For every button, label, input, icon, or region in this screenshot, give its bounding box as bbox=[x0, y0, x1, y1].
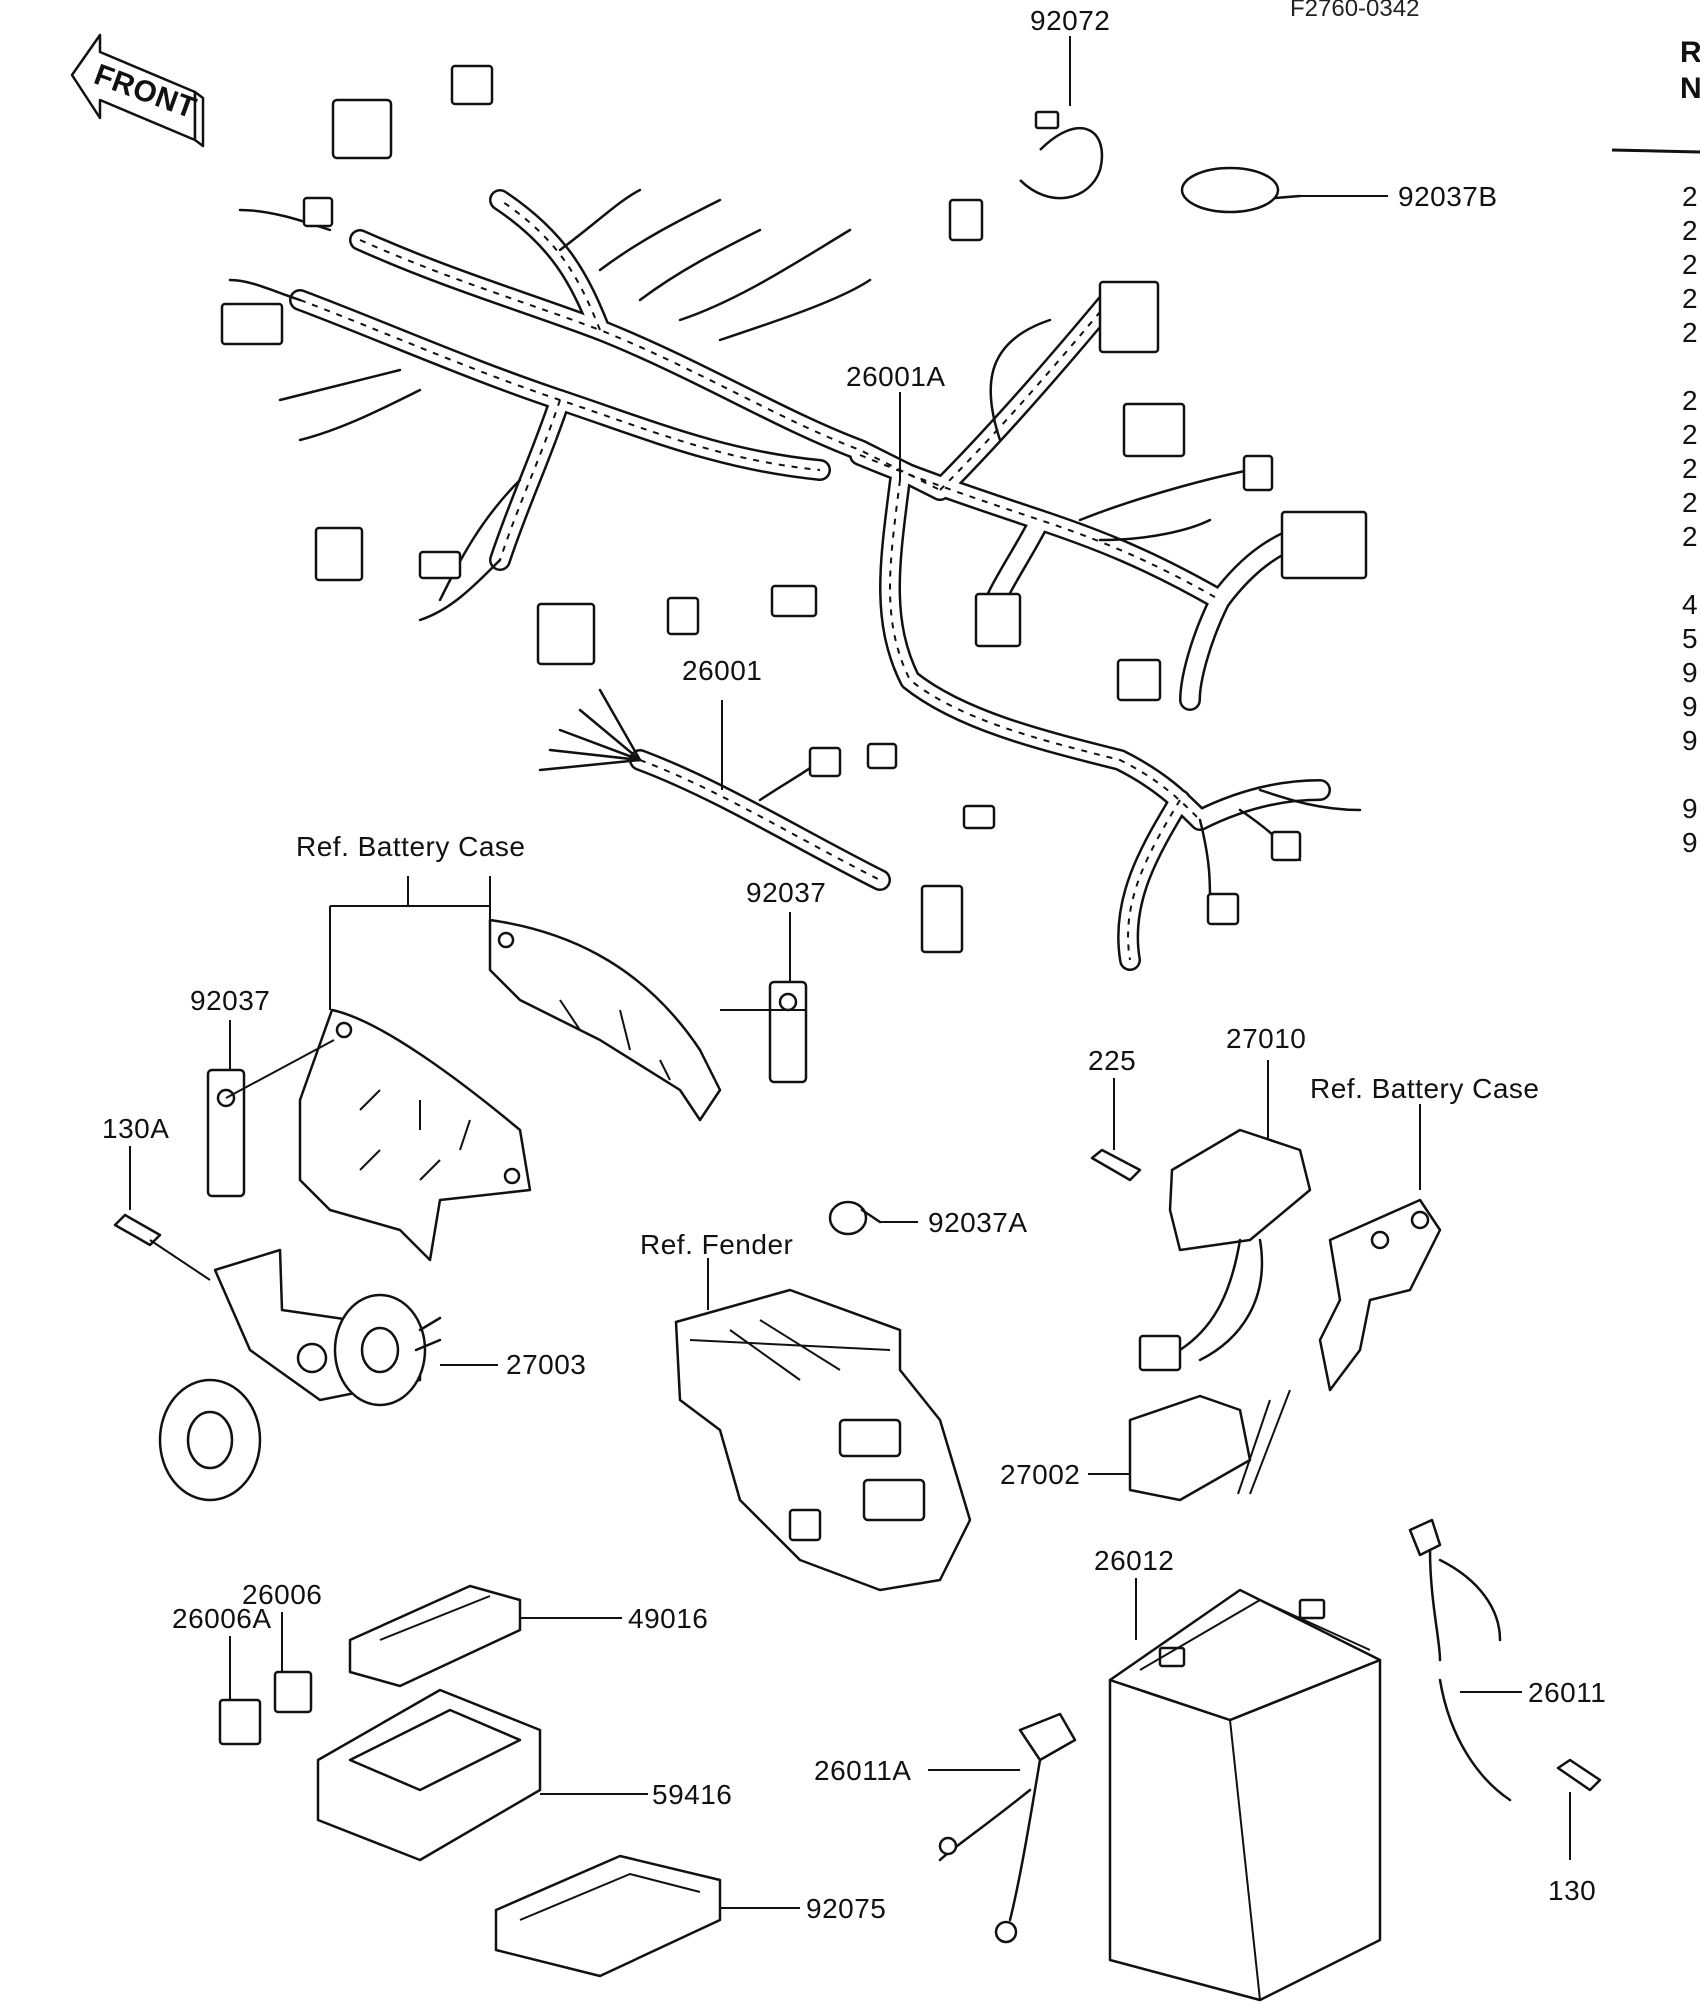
column-entry: 9 bbox=[1682, 691, 1698, 722]
case-92075 bbox=[494, 1854, 722, 1978]
pad-92037-left bbox=[206, 1068, 246, 1198]
cover-49016 bbox=[348, 1584, 522, 1688]
connector-block bbox=[1122, 402, 1186, 458]
bolt-130a bbox=[113, 1213, 162, 1247]
strap-92037b bbox=[1180, 166, 1302, 214]
relay-27010 bbox=[1090, 1128, 1312, 1372]
fuse-box-59416 bbox=[316, 1688, 542, 1862]
label-ref-battery-case-right: Ref. Battery Case bbox=[1310, 1073, 1539, 1104]
column-divider bbox=[1611, 148, 1700, 154]
relay-27002 bbox=[1128, 1389, 1291, 1502]
label-26012: 26012 bbox=[1094, 1545, 1174, 1576]
connector-block bbox=[962, 804, 996, 830]
connector-block bbox=[1098, 280, 1160, 354]
label-26006a: 26006A bbox=[172, 1603, 272, 1634]
leader-lines bbox=[129, 36, 1571, 1909]
callout-labels: 92072 92037B 26001A 26001 Ref. Battery C… bbox=[102, 5, 1606, 1924]
label-92037a: 92037A bbox=[928, 1207, 1028, 1238]
clip-92037a bbox=[828, 1200, 882, 1236]
label-92037-left: 92037 bbox=[190, 985, 270, 1016]
bolt-130 bbox=[1556, 1758, 1602, 1792]
column-entry: 2 bbox=[1682, 453, 1698, 484]
horn-27003 bbox=[113, 1213, 442, 1502]
label-26011a: 26011A bbox=[814, 1755, 911, 1786]
connector-block bbox=[314, 526, 364, 582]
pad-hole bbox=[778, 992, 798, 1012]
connector-block bbox=[920, 884, 964, 954]
label-27003: 27003 bbox=[506, 1349, 586, 1380]
connector-block bbox=[450, 64, 494, 106]
pad-92037-right bbox=[768, 980, 808, 1084]
label-26011: 26011 bbox=[1528, 1677, 1606, 1708]
column-entry: 9 bbox=[1682, 793, 1698, 824]
column-entry: 2 bbox=[1682, 283, 1698, 314]
label-92075: 92075 bbox=[806, 1893, 886, 1924]
column-entry: 2 bbox=[1682, 385, 1698, 416]
battery-case-bracket-right bbox=[488, 918, 722, 1122]
label-225: 225 bbox=[1088, 1045, 1136, 1076]
label-27002: 27002 bbox=[1000, 1459, 1080, 1490]
label-92037-right: 92037 bbox=[746, 877, 826, 908]
fuse-26006a bbox=[218, 1698, 262, 1746]
connector-block bbox=[418, 550, 462, 580]
connector-block bbox=[948, 198, 984, 242]
sub-harness-26001 bbox=[538, 688, 964, 954]
connector-block bbox=[331, 98, 393, 160]
label-49016: 49016 bbox=[628, 1603, 708, 1634]
battery-lead-26011a bbox=[938, 1712, 1077, 1944]
column-entry: 2 bbox=[1682, 249, 1698, 280]
connector-block bbox=[220, 302, 284, 346]
figure-code: F2760-0342 bbox=[1290, 0, 1419, 22]
bolt-225 bbox=[1090, 1148, 1142, 1182]
column-header-r: R bbox=[1680, 36, 1700, 69]
band-92072 bbox=[1019, 110, 1104, 200]
column-entry: 2 bbox=[1682, 181, 1698, 212]
column-entry: 9 bbox=[1682, 827, 1698, 858]
battery-case-bracket-ref-right bbox=[1318, 1198, 1442, 1392]
label-92072: 92072 bbox=[1030, 5, 1110, 36]
label-59416: 59416 bbox=[652, 1779, 732, 1810]
label-ref-fender: Ref. Fender bbox=[640, 1229, 793, 1260]
connector-block bbox=[1270, 830, 1302, 862]
column-entry: 4 bbox=[1682, 589, 1698, 620]
connector-block bbox=[536, 602, 596, 666]
column-entry: 5 bbox=[1682, 623, 1698, 654]
fuse-26006 bbox=[273, 1670, 313, 1714]
connector-block bbox=[808, 746, 842, 778]
label-26006: 26006 bbox=[242, 1579, 322, 1610]
column-entry: 9 bbox=[1682, 725, 1698, 756]
label-27010: 27010 bbox=[1226, 1023, 1306, 1054]
battery-lead-26011 bbox=[1408, 1518, 1602, 1802]
column-entry: 2 bbox=[1682, 487, 1698, 518]
column-entry: 2 bbox=[1682, 419, 1698, 450]
connector-block bbox=[1206, 892, 1240, 926]
connector-block bbox=[666, 596, 700, 636]
battery-case-bracket-left bbox=[298, 1008, 532, 1262]
connector-block bbox=[1116, 658, 1162, 702]
label-ref-battery-case-left: Ref. Battery Case bbox=[296, 831, 525, 862]
column-entry: 9 bbox=[1682, 657, 1698, 688]
connector-block bbox=[974, 592, 1022, 648]
label-92037b: 92037B bbox=[1398, 181, 1498, 212]
column-entry: 2 bbox=[1682, 215, 1698, 246]
column-header-n: N bbox=[1680, 72, 1700, 105]
front-arrow-icon: FRONT bbox=[70, 33, 205, 148]
parts-list-column: R N 2 2 2 2 2 2 2 2 2 2 4 5 9 9 9 9 9 bbox=[1611, 36, 1700, 858]
connector-block bbox=[1242, 454, 1274, 492]
column-entry: 2 bbox=[1682, 317, 1698, 348]
connector-block bbox=[866, 742, 898, 770]
label-130a: 130A bbox=[102, 1113, 169, 1144]
connector-block bbox=[1280, 510, 1368, 580]
harness-connectors bbox=[220, 64, 1368, 926]
connector-block bbox=[770, 584, 818, 618]
battery-26012 bbox=[1108, 1588, 1382, 2002]
label-26001: 26001 bbox=[682, 655, 762, 686]
label-130: 130 bbox=[1548, 1875, 1596, 1906]
connector-block bbox=[302, 196, 334, 228]
column-entry: 2 bbox=[1682, 521, 1698, 552]
label-26001a: 26001A bbox=[846, 361, 946, 392]
rear-fender bbox=[674, 1288, 972, 1592]
